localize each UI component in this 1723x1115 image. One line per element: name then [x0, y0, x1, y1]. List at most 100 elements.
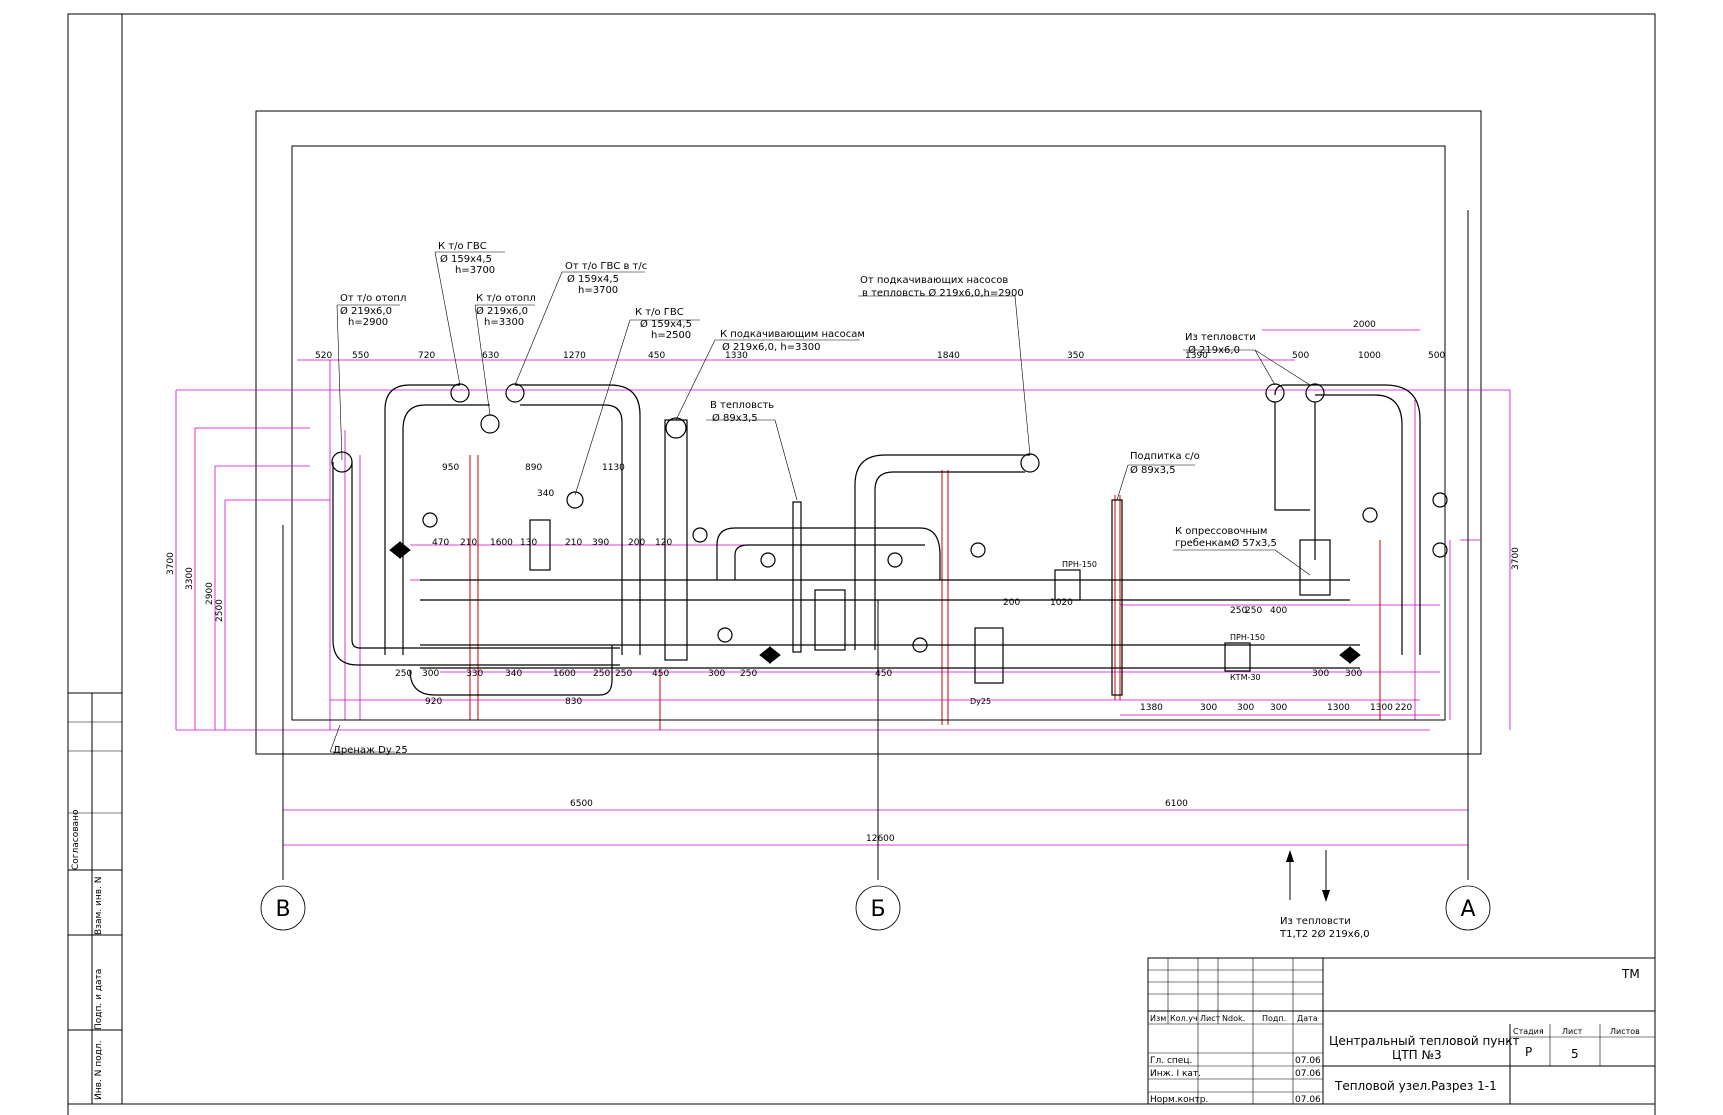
- label-bottom-iz-1: Из тепловсти: [1280, 916, 1351, 927]
- dim-top: 550: [352, 351, 369, 361]
- sheet-title: Тепловой узел.Разрез 1-1: [1334, 1079, 1497, 1093]
- dim-row-low: 400: [1270, 606, 1287, 616]
- dim-row-low: 250: [740, 669, 757, 679]
- project-name-2: ЦТП №3: [1392, 1048, 1442, 1062]
- dim-row-low: 250: [593, 669, 610, 679]
- dim-row-bottom: 1300: [1327, 703, 1350, 713]
- dim-row-bottom: 830: [565, 697, 582, 707]
- dim-row-mid: 130: [520, 538, 537, 548]
- dim-row-mid: 1600: [490, 538, 513, 548]
- dim-row-bottom: 300: [1270, 703, 1287, 713]
- label-ot-podkach-1: От подкачивающих насосов: [860, 275, 1008, 286]
- dim-row-low: 250: [395, 669, 412, 679]
- label-podpitka: Подпитка с/о: [1130, 451, 1200, 462]
- room-outline: [291, 145, 1446, 721]
- sheet-value: 5: [1571, 1047, 1579, 1061]
- axis-markers: В Б А: [260, 885, 1491, 931]
- title-date: 07.06: [1295, 1056, 1321, 1066]
- dim-right-vert: 3700: [1511, 547, 1521, 570]
- axis-circle-v: [260, 885, 306, 931]
- label-k-opress-1: К опрессовочным: [1175, 526, 1267, 537]
- dim-row-low: 330: [466, 669, 483, 679]
- dim-row-low: 1300: [1370, 703, 1393, 713]
- side-stamp: Согласовано Взам. инв. N Подп. и дата Ин…: [67, 692, 123, 1105]
- dim-top: 1840: [937, 351, 960, 361]
- dim-top: 1330: [725, 351, 748, 361]
- dim-top: 630: [482, 351, 499, 361]
- dim-row-low: 1600: [553, 669, 576, 679]
- dim-row-mid: 890: [525, 463, 542, 473]
- stage-value: Р: [1525, 1045, 1532, 1059]
- label-dy25: Dy25: [970, 697, 991, 706]
- axis-label-a: А: [1460, 897, 1475, 922]
- title-header: Лист: [1200, 1014, 1221, 1023]
- label-k-podkach: К подкачивающим насосам: [720, 329, 865, 340]
- dim-bottom-total: 12600: [866, 834, 895, 844]
- dim-row-mid: 340: [537, 489, 554, 499]
- dim-row-low: 340: [505, 669, 522, 679]
- dim-top: 350: [1067, 351, 1084, 361]
- dim-row-low: 300: [422, 669, 439, 679]
- project-name-1: Центральный тепловой пункт: [1329, 1034, 1519, 1048]
- title-code: ТМ: [1621, 967, 1640, 981]
- title-date: 07.06: [1295, 1069, 1321, 1079]
- label-k-opress-2: гребенкамØ 57х3,5: [1175, 537, 1277, 549]
- label-k-podkach-size: Ø 219х6,0, h=3300: [722, 341, 820, 353]
- axis-circle-a: [1445, 885, 1491, 931]
- dim-left-vert: 2500: [215, 599, 225, 622]
- label-ktm: КТМ-30: [1230, 673, 1261, 682]
- side-label-inv: Инв. N подл.: [94, 1041, 104, 1100]
- label-podpitka-size: Ø 89х3,5: [1130, 464, 1176, 476]
- axis-circle-b: [855, 885, 901, 931]
- axis-label-v: В: [275, 897, 290, 922]
- dim-row-mid: 470: [432, 538, 449, 548]
- label-v-teploset: В тепловсть: [710, 400, 774, 411]
- dim-row-low: 300: [1312, 669, 1329, 679]
- dim-left-vert: 2900: [205, 582, 215, 605]
- dim-row-mid: 200: [628, 538, 645, 548]
- label-k-to-gvs-2-h: h=2500: [651, 330, 691, 341]
- label-ot-podkach-2: в тепловсть Ø 219х6,0,h=2900: [862, 287, 1024, 299]
- label-k-to-gvs-2: К т/о ГВС: [635, 307, 684, 318]
- label-k-to-gvs-1-h: h=3700: [455, 265, 495, 276]
- dim-row-low: 300: [708, 669, 725, 679]
- dim-left-vert: 3700: [166, 552, 176, 575]
- dim-bottom-left: 6500: [570, 799, 593, 809]
- dim-top: 1390: [1185, 351, 1208, 361]
- dim-row-low: 200: [1003, 598, 1020, 608]
- dimension-lines: [175, 329, 1511, 850]
- label-ot-to-gvs-h: h=3700: [578, 285, 618, 296]
- label-ot-to-gvs: От т/о ГВС в т/с: [565, 261, 647, 272]
- dim-row-bottom: 920: [425, 697, 442, 707]
- dim-row-mid: 950: [442, 463, 459, 473]
- label-prn-1: ПРН-150: [1062, 560, 1097, 569]
- dim-row-mid: 210: [565, 538, 582, 548]
- dim-row-mid: 250: [1230, 606, 1247, 616]
- label-drenazh: Дренаж Dy 25: [333, 745, 408, 756]
- dim-top-right: 2000: [1353, 320, 1376, 330]
- label-k-to-gvs-2-size: Ø 159х4,5: [640, 318, 692, 330]
- title-date: 07.06: [1295, 1095, 1321, 1105]
- label-iz-teploseti: Из тепловсти: [1185, 332, 1256, 343]
- axis-label-b: Б: [870, 897, 885, 922]
- dim-top: 1000: [1358, 351, 1381, 361]
- dim-row-bottom: 300: [1237, 703, 1254, 713]
- title-role: Норм.контр.: [1150, 1095, 1208, 1105]
- pipework: [282, 210, 1469, 902]
- label-ot-to-otopl-size: Ø 219х6,0: [340, 305, 392, 317]
- title-header: Ndok.: [1222, 1014, 1245, 1023]
- dim-row-mid: 120: [655, 538, 672, 548]
- dimension-texts: 520 550 720 630 1270 450 1330 1840 350 1…: [166, 320, 1521, 844]
- dim-row-low: 300: [1345, 669, 1362, 679]
- outer-frame: [67, 13, 1656, 1115]
- label-bottom-iz-2: Т1,Т2 2Ø 219х6,0: [1279, 928, 1370, 940]
- stage-label: Стадия: [1513, 1027, 1544, 1036]
- label-k-to-gvs-1-size: Ø 159х4,5: [440, 253, 492, 265]
- title-role: Инж. I кат.: [1150, 1069, 1201, 1079]
- dim-row-low: 450: [875, 669, 892, 679]
- dim-top: 1270: [563, 351, 586, 361]
- title-header: Кол.уч: [1170, 1014, 1198, 1023]
- dim-top: 500: [1292, 351, 1309, 361]
- dim-top: 520: [315, 351, 332, 361]
